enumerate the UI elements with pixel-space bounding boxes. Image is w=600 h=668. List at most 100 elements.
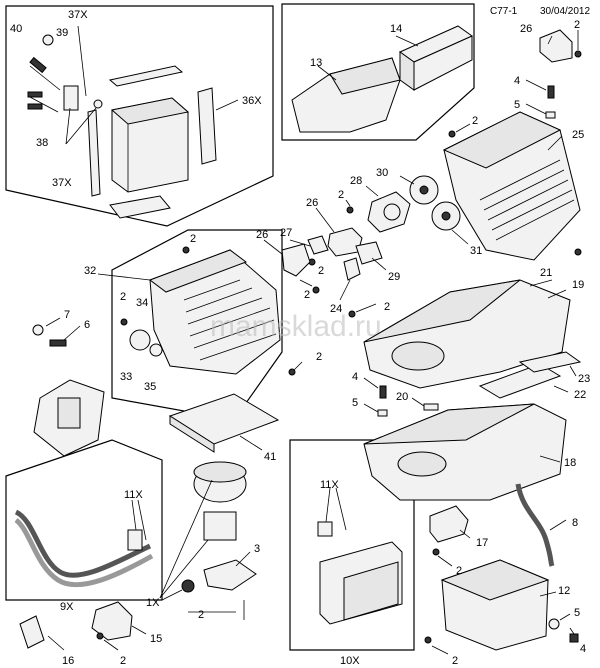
- label-9x: 9X: [60, 601, 74, 613]
- group-32: 32 2 34 2 33 35 2: [84, 229, 322, 421]
- group-9x-frame: [5, 439, 163, 601]
- left-side-parts: 7 6 11X 9X: [5, 309, 163, 613]
- label-2d: 2: [318, 265, 324, 277]
- motor-mount-3: [203, 559, 257, 591]
- housing-vents: [479, 159, 575, 241]
- label-27: 27: [280, 227, 292, 239]
- washer-5b: [377, 409, 388, 417]
- label-13: 13: [310, 57, 322, 69]
- bolt-38a: [27, 91, 43, 98]
- vane-22: [478, 363, 562, 399]
- label-2c: 2: [338, 189, 344, 201]
- washer-7: [32, 324, 44, 336]
- label-23: 23: [578, 373, 590, 385]
- group-10x: 11X 10X: [289, 439, 415, 667]
- screw-2-top: [574, 50, 582, 58]
- seal-strip-bottom: [109, 195, 171, 219]
- label-2f: 2: [190, 233, 196, 245]
- blower-housing-top: [148, 249, 248, 293]
- link-27: [307, 235, 329, 255]
- screw-2-i: [348, 310, 356, 318]
- label-14: 14: [390, 23, 402, 35]
- group-32-frame: [111, 229, 283, 421]
- label-32: 32: [84, 265, 96, 277]
- screw-2-m: [424, 636, 432, 644]
- diagram-code: C77-1: [490, 6, 518, 17]
- screw-2-g: [120, 318, 128, 326]
- label-2-top: 2: [574, 19, 580, 31]
- drain-hose-8: [515, 483, 555, 567]
- label-31: 31: [470, 245, 482, 257]
- screw-2-h: [288, 368, 296, 376]
- heater-core-gasket: [343, 561, 399, 621]
- bolt-4a: [547, 85, 555, 99]
- label-2i: 2: [384, 301, 390, 313]
- label-2m: 2: [452, 655, 458, 667]
- evaporator-top: [110, 97, 190, 125]
- heater-core-face: [413, 35, 473, 91]
- label-10x: 10X: [340, 655, 360, 667]
- label-5a: 5: [514, 99, 520, 111]
- label-2l: 2: [456, 565, 462, 577]
- label-3: 3: [254, 543, 260, 555]
- washer-5c: [548, 618, 560, 630]
- label-2k: 2: [120, 655, 126, 667]
- label-28: 28: [350, 175, 362, 187]
- label-20: 20: [396, 391, 408, 403]
- label-11x-a: 11X: [124, 489, 143, 501]
- bracket-16: [19, 615, 45, 649]
- upper-housing-top: [442, 111, 562, 169]
- label-25: 25: [572, 129, 584, 141]
- label-11x-b: 11X: [320, 479, 339, 491]
- label-41: 41: [264, 451, 276, 463]
- label-2j: 2: [198, 609, 204, 621]
- duct-group: 15 16 2: [19, 601, 162, 667]
- motor-34: [129, 329, 151, 351]
- label-29: 29: [388, 271, 400, 283]
- expansion-valve: [63, 85, 79, 111]
- group-36x: 40 39 37X 36X 38 37X: [5, 5, 274, 227]
- washer-5a: [545, 111, 556, 119]
- label-18: 18: [564, 457, 576, 469]
- seal-strip-left: [87, 109, 101, 197]
- label-35: 35: [144, 381, 156, 393]
- screw-2-k: [96, 632, 104, 640]
- vane-23: [518, 351, 582, 373]
- label-21: 21: [540, 267, 552, 279]
- label-16: 16: [62, 655, 74, 667]
- label-2b: 2: [472, 115, 478, 127]
- diagram-date: 30/04/2012: [540, 6, 590, 17]
- label-37x-top: 37X: [68, 9, 88, 21]
- blower-fan-group: 3 1X 2: [146, 461, 260, 621]
- o-ring-39: [42, 34, 54, 46]
- label-12: 12: [558, 585, 570, 597]
- housing-13-top: [329, 57, 401, 95]
- duct-15: [91, 601, 133, 641]
- clamp-11x: [317, 521, 333, 537]
- watermark: mamsklad.ru: [210, 310, 382, 343]
- group-14-frame: [281, 3, 475, 141]
- label-5c: 5: [574, 607, 580, 619]
- screw-2-b: [448, 130, 456, 138]
- label-6: 6: [84, 319, 90, 331]
- label-2h: 2: [316, 351, 322, 363]
- pipe-9x-lower: [14, 517, 154, 588]
- resistor-35: [149, 343, 163, 357]
- blower-fins: [183, 279, 277, 361]
- bottom-right-group: 8 17 2 12 5 4 2: [424, 483, 586, 667]
- grommet: [181, 579, 195, 593]
- label-36x: 36X: [242, 95, 262, 107]
- label-37x-bottom: 37X: [52, 177, 72, 189]
- gasket-opening: [57, 397, 81, 429]
- label-8: 8: [572, 517, 578, 529]
- actuator-motor-26: [327, 227, 363, 257]
- label-17: 17: [476, 537, 488, 549]
- housing-19-top: [363, 279, 521, 343]
- label-34: 34: [136, 297, 148, 309]
- housing-18-top: [363, 403, 535, 445]
- label-26-top: 26: [520, 23, 532, 35]
- lever-29: [355, 241, 383, 265]
- cabin-filter-side: [169, 415, 215, 453]
- bolt-40: [29, 56, 47, 74]
- label-4b: 4: [352, 371, 358, 383]
